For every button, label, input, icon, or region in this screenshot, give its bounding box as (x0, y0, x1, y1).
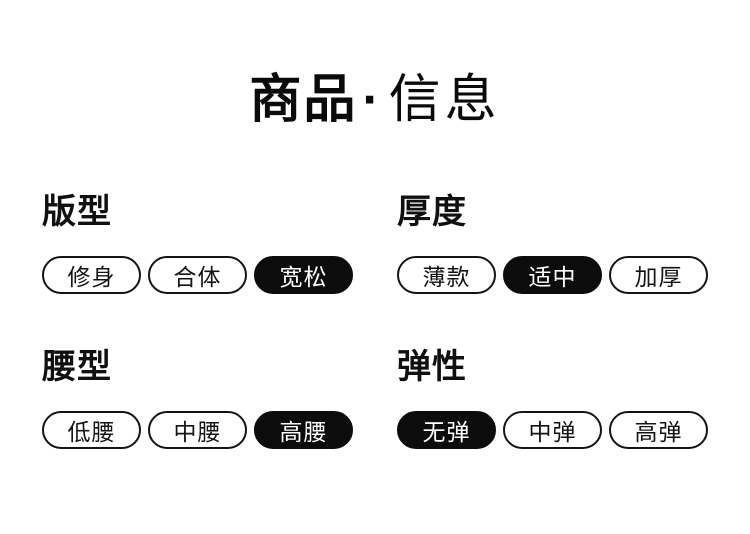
option-pill-fit-slim[interactable]: 修身 (42, 256, 141, 294)
option-pill-fit-regular[interactable]: 合体 (148, 256, 247, 294)
option-pill-elasticity-medium[interactable]: 中弹 (503, 411, 602, 449)
option-pill-thickness-thin[interactable]: 薄款 (397, 256, 496, 294)
page-title-primary: 商品 (249, 71, 358, 129)
section-heading-fit: 版型 (42, 193, 112, 231)
pill-row-waist: 低腰 中腰 高腰 (42, 411, 362, 449)
pill-row-elasticity: 无弹 中弹 高弹 (397, 411, 717, 449)
section-thickness: 厚度 薄款 适中 加厚 (397, 192, 717, 294)
option-pill-thickness-thick[interactable]: 加厚 (609, 256, 708, 294)
option-pill-fit-loose[interactable]: 宽松 (254, 256, 353, 294)
pill-row-fit: 修身 合体 宽松 (42, 256, 362, 294)
pill-row-thickness: 薄款 适中 加厚 (397, 256, 717, 294)
section-heading-waist: 腰型 (42, 348, 112, 386)
section-fit: 版型 修身 合体 宽松 (42, 192, 362, 294)
option-pill-elasticity-high[interactable]: 高弹 (609, 411, 708, 449)
section-elasticity: 弹性 无弹 中弹 高弹 (397, 347, 717, 449)
option-pill-waist-low[interactable]: 低腰 (42, 411, 141, 449)
option-pill-elasticity-none[interactable]: 无弹 (397, 411, 496, 449)
page-title-separator-dot: · (362, 71, 380, 129)
section-waist: 腰型 低腰 中腰 高腰 (42, 347, 362, 449)
section-heading-elasticity: 弹性 (397, 348, 467, 386)
page-title-secondary: 信息 (388, 71, 501, 129)
page-title: 商品·信息 (0, 70, 750, 130)
option-pill-thickness-medium[interactable]: 适中 (503, 256, 602, 294)
option-pill-waist-mid[interactable]: 中腰 (148, 411, 247, 449)
section-heading-thickness: 厚度 (397, 193, 467, 231)
option-pill-waist-high[interactable]: 高腰 (254, 411, 353, 449)
